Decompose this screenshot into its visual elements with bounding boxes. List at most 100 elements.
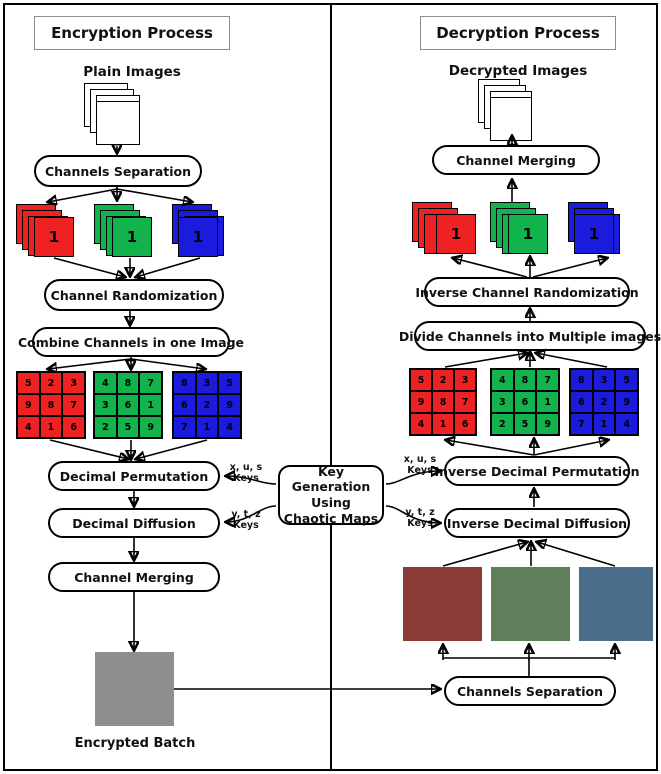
step-divide-channels[interactable]: Divide Channels into Multiple images (399, 321, 661, 351)
red-channel-stack-front: 1 (436, 214, 476, 254)
step-channels-separation-right[interactable]: Channels Separation (444, 676, 616, 706)
decrypted-image-sheet (490, 97, 532, 141)
matrix-cell: 2 (432, 369, 454, 391)
matrix-cell: 1 (592, 413, 616, 435)
key-label-ytz-left: y, t, z Keys (231, 509, 261, 531)
green-stack-digit: 1 (522, 225, 534, 243)
matrix-cell: 2 (94, 416, 117, 438)
step-combine-channels[interactable]: Combine Channels in one Image (18, 327, 244, 357)
matrix-cell: 6 (454, 413, 476, 435)
blue-channel-stack-front: 1 (574, 214, 614, 254)
green-channel-stack-front: 1 (112, 217, 152, 257)
matrix-cell: 6 (570, 391, 593, 413)
matrix-cell: 5 (615, 369, 638, 391)
matrix-cell: 7 (454, 391, 476, 413)
red-matrix: 5 2 3 9 8 7 4 1 6 (16, 371, 86, 439)
key-label-xus-right: x, u, s Keys (403, 454, 437, 476)
step-inverse-decimal-diffusion[interactable]: Inverse Decimal Diffusion (444, 508, 630, 538)
matrix-cell: 5 (218, 372, 241, 394)
matrix-cell: 9 (218, 394, 241, 416)
matrix-cell: 2 (592, 391, 616, 413)
matrix-cell: 4 (17, 416, 40, 438)
matrix-cell: 4 (94, 372, 117, 394)
step-inverse-channel-randomization[interactable]: Inverse Channel Randomization (415, 277, 639, 307)
step-decimal-permutation[interactable]: Decimal Permutation (48, 461, 220, 491)
matrix-cell: 9 (615, 391, 638, 413)
matrix-cell: 3 (62, 372, 85, 394)
decryption-title: Decryption Process (436, 24, 600, 42)
blue-channel-stack-front: 1 (178, 217, 218, 257)
matrix-cell: 6 (62, 416, 85, 438)
matrix-cell: 3 (454, 369, 476, 391)
matrix-cell: 1 (139, 394, 162, 416)
green-matrix: 4 8 7 3 6 1 2 5 9 (93, 371, 163, 439)
matrix-cell: 6 (116, 394, 140, 416)
blue-stack-digit: 1 (588, 225, 600, 243)
matrix-cell: 8 (432, 391, 454, 413)
decrypted-images-label: Decrypted Images (448, 63, 588, 79)
matrix-cell: 7 (536, 369, 559, 391)
matrix-cell: 7 (139, 372, 162, 394)
plain-image-sheet (96, 101, 140, 145)
green-channel-stack-front: 1 (508, 214, 548, 254)
matrix-cell: 8 (116, 372, 140, 394)
matrix-cell: 8 (513, 369, 537, 391)
green-matrix: 4 8 7 3 6 1 2 5 9 (490, 368, 560, 436)
matrix-cell: 8 (173, 372, 196, 394)
matrix-cell: 2 (39, 372, 63, 394)
red-stack-digit: 1 (450, 225, 462, 243)
matrix-cell: 4 (615, 413, 638, 435)
matrix-cell: 7 (570, 413, 593, 435)
matrix-cell: 3 (94, 394, 117, 416)
encryption-title-box: Encryption Process (34, 16, 230, 50)
matrix-cell: 9 (17, 394, 40, 416)
matrix-cell: 4 (410, 413, 432, 435)
step-decimal-diffusion[interactable]: Decimal Diffusion (48, 508, 220, 538)
step-channels-separation[interactable]: Channels Separation (34, 155, 202, 187)
matrix-cell: 8 (570, 369, 593, 391)
encryption-title: Encryption Process (51, 24, 213, 42)
red-cipher-channel (403, 567, 482, 641)
encrypted-batch-caption: Encrypted Batch (74, 736, 196, 751)
matrix-cell: 3 (491, 391, 514, 413)
step-inverse-decimal-permutation[interactable]: Inverse Decimal Permutation (434, 456, 640, 486)
blue-stack-digit: 1 (192, 228, 204, 246)
matrix-cell: 7 (173, 416, 196, 438)
key-label-xus-left: x, u, s Keys (229, 462, 263, 484)
red-matrix: 5 2 3 9 8 7 4 1 6 (409, 368, 477, 436)
panel-divider (330, 3, 332, 771)
blue-cipher-channel (579, 567, 653, 641)
key-generation-box[interactable]: Key Generation Using Chaotic Maps (278, 464, 384, 526)
matrix-cell: 4 (491, 369, 514, 391)
matrix-cell: 7 (62, 394, 85, 416)
green-cipher-channel (491, 567, 570, 641)
key-label-ytz-right: y, t, z Keys (405, 507, 435, 529)
matrix-cell: 5 (116, 416, 140, 438)
blue-matrix: 8 3 5 6 2 9 7 1 4 (569, 368, 639, 436)
matrix-cell: 1 (195, 416, 219, 438)
matrix-cell: 5 (410, 369, 432, 391)
step-channel-merging-right[interactable]: Channel Merging (432, 145, 600, 175)
matrix-cell: 2 (491, 413, 514, 435)
matrix-cell: 5 (17, 372, 40, 394)
matrix-cell: 3 (592, 369, 616, 391)
blue-matrix: 8 3 5 6 2 9 7 1 4 (172, 371, 242, 439)
matrix-cell: 1 (536, 391, 559, 413)
step-channel-merging-left[interactable]: Channel Merging (48, 562, 220, 592)
matrix-cell: 2 (195, 394, 219, 416)
matrix-cell: 8 (39, 394, 63, 416)
red-channel-stack-front: 1 (34, 217, 74, 257)
matrix-cell: 5 (513, 413, 537, 435)
matrix-cell: 1 (39, 416, 63, 438)
decryption-title-box: Decryption Process (420, 16, 616, 50)
matrix-cell: 1 (432, 413, 454, 435)
green-stack-digit: 1 (126, 228, 138, 246)
matrix-cell: 6 (513, 391, 537, 413)
encrypted-batch-block (95, 652, 174, 726)
matrix-cell: 6 (173, 394, 196, 416)
matrix-cell: 4 (218, 416, 241, 438)
matrix-cell: 9 (410, 391, 432, 413)
step-channel-randomization[interactable]: Channel Randomization (44, 279, 224, 311)
plain-images-label: Plain Images (83, 64, 181, 80)
